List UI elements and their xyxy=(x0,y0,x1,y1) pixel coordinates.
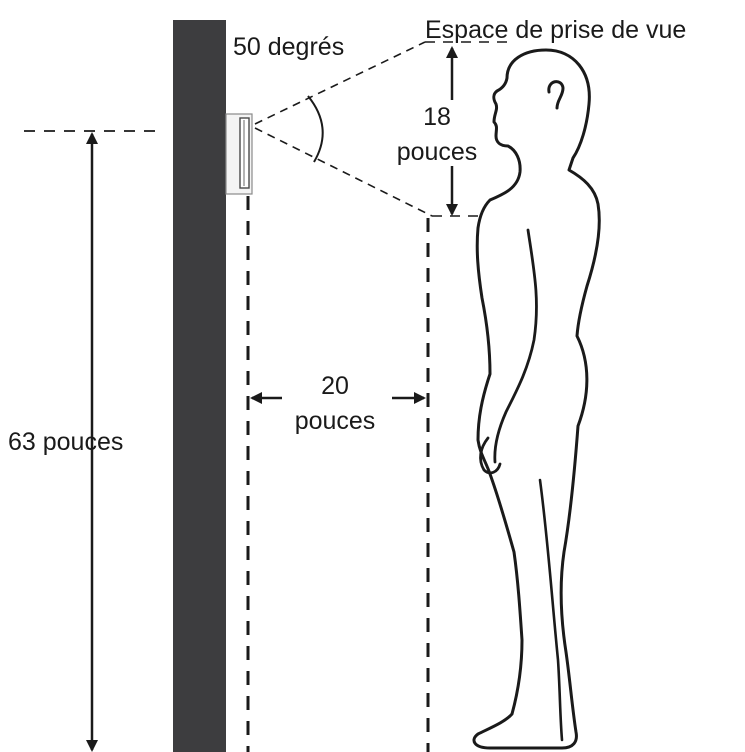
capture-space-label: Espace de prise de vue xyxy=(425,16,686,44)
angle-label: 50 degrés xyxy=(233,33,344,61)
distance-unit: pouces xyxy=(295,407,376,435)
vertical-gap-value: 18 xyxy=(423,103,451,131)
person-silhouette xyxy=(472,48,601,750)
person-leg-line xyxy=(538,478,564,742)
distance-value: 20 xyxy=(321,372,349,400)
vertical-gap-unit: pouces xyxy=(397,138,478,166)
person-arm xyxy=(493,228,538,464)
person-ear xyxy=(547,80,565,110)
mount-height-label: 63 pouces xyxy=(8,428,123,456)
angle-arc xyxy=(307,95,324,163)
camera-device xyxy=(225,113,253,195)
person-hand xyxy=(479,436,502,475)
field-of-view-lines xyxy=(254,41,507,217)
wall xyxy=(173,20,226,752)
